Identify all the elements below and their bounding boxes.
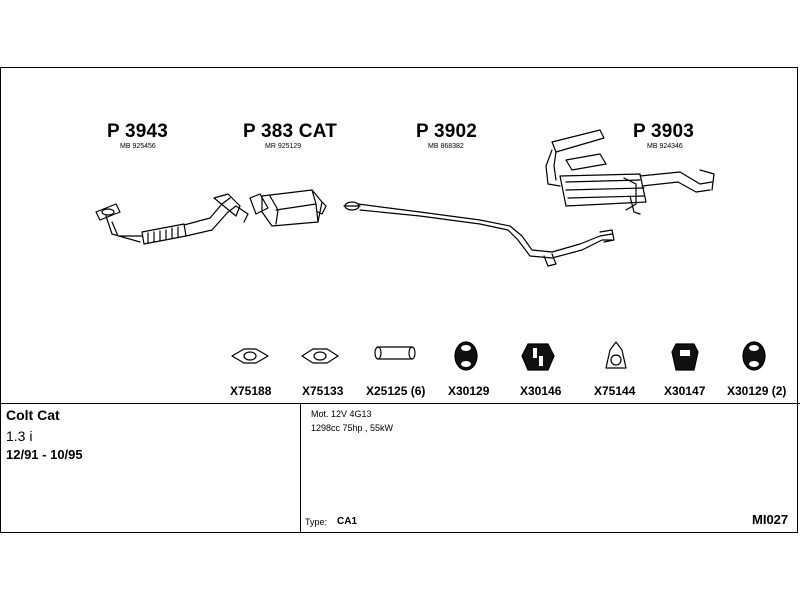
oval-gasket-icon-1 (231, 348, 269, 364)
part-ref-front-pipe: MB 925456 (120, 143, 156, 150)
oval-gasket-icon-2 (301, 348, 339, 364)
part-ref-catalytic-converter: MR 925129 (265, 143, 302, 150)
catalytic-converter-drawing (249, 189, 327, 227)
diagram-frame (0, 67, 798, 533)
rubber-ring-icon-1 (454, 341, 478, 371)
type-label: Type: (305, 517, 328, 527)
rubber-ring-icon-2 (742, 341, 766, 371)
motor-spec: Mot. 12V 4G13 (311, 409, 372, 419)
middle-pipe-drawing (343, 201, 615, 267)
accessory-code: X30129 (448, 384, 490, 398)
triangle-gasket-icon (605, 341, 627, 369)
rear-silencer-drawing (545, 129, 715, 215)
part-ref-rear-silencer: MB 924346 (647, 143, 683, 150)
tube-icon (374, 346, 416, 360)
rubber-hanger-icon (521, 343, 555, 371)
part-code-front-pipe: P 3943 (107, 121, 169, 142)
part-code-rear-silencer: P 3903 (633, 121, 695, 142)
accessory-code: X30129 (2) (727, 384, 787, 398)
accessory-code: X25125 (6) (366, 384, 426, 398)
accessory-code: X30146 (520, 384, 562, 398)
vehicle-model: Colt Cat (6, 407, 60, 423)
power-spec: 1298cc 75hp , 55kW (311, 423, 394, 433)
vehicle-years: 12/91 - 10/95 (6, 447, 83, 462)
rubber-mount-icon (671, 343, 699, 371)
catalog-code: MI027 (752, 512, 789, 527)
accessory-code: X75188 (230, 384, 272, 398)
part-code-catalytic-converter: P 383 CAT (243, 121, 338, 142)
accessory-code: X75144 (594, 384, 636, 398)
info-divider (0, 403, 800, 404)
info-column-divider (300, 403, 301, 533)
front-pipe-drawing (95, 193, 249, 245)
type-value: CA1 (337, 516, 358, 527)
accessory-code: X75133 (302, 384, 344, 398)
part-code-middle-pipe: P 3902 (416, 121, 478, 142)
vehicle-engine: 1.3 i (6, 428, 33, 444)
part-ref-middle-pipe: MB 868382 (428, 143, 464, 150)
accessory-code: X30147 (664, 384, 706, 398)
